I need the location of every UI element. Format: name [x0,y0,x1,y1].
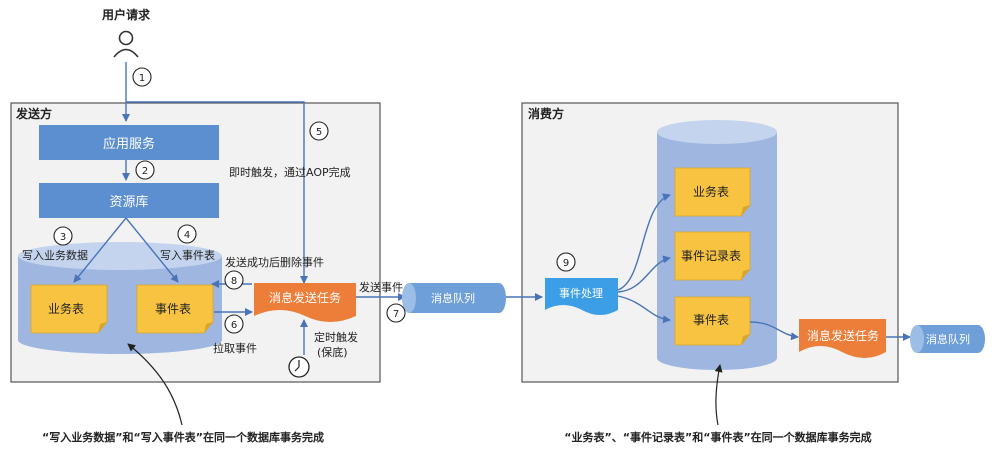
consumer-note-pointer [714,364,723,426]
svg-text:7: 7 [393,309,399,320]
sender-note-pointer [127,343,183,426]
write-event-label: 写入事件表 [160,248,215,262]
svg-text:3: 3 [60,232,66,243]
step-2: 2 [135,160,155,180]
svg-text:2: 2 [142,166,148,177]
message-queue [402,283,506,313]
clock-icon [288,356,310,378]
timed-trigger-fallback-label: (保底) [317,345,348,359]
svg-text:6: 6 [231,320,237,331]
arrow-process-to-event [617,295,671,324]
delete-after-send-label: 发送成功后删除事件 [225,255,324,269]
sender-business-table [30,284,108,334]
sender-send-task-label: 消息发送任务 [269,290,341,305]
resource-lib-label: 资源库 [109,194,148,210]
message-queue-label: 消息队列 [431,291,475,305]
consumer-business-table [674,167,751,217]
sender-send-task [254,283,356,322]
user-request-label: 用户请求 [101,7,151,22]
arrow-process-to-business [617,193,671,291]
arrow-event-to-send-task [749,321,799,341]
arrow-immediate-trigger [126,101,308,284]
consumer-event-record-table [674,231,751,281]
arrow-process-to-record [617,255,671,293]
sender-title: 发送方 [15,106,52,121]
consumer-event-table-label: 事件表 [693,313,729,327]
svg-text:1: 1 [139,73,145,84]
event-process-label: 事件处理 [559,287,603,300]
consumer-send-task-label: 消息发送任务 [807,328,879,343]
sender-event-table-label: 事件表 [155,302,191,316]
svg-text:4: 4 [184,230,190,241]
consumer-message-queue-label: 消息队列 [926,332,970,346]
consumer-business-table-label: 业务表 [693,184,729,199]
sender-note: “写入业务数据”和“写入事件表”在同一个数据库事务完成 [42,430,324,444]
send-event-label: 发送事件 [359,280,403,294]
consumer-send-task [799,319,886,358]
consumer-event-record-table-label: 事件记录表 [681,249,741,263]
arrow-write-business [73,217,127,283]
svg-text:9: 9 [563,258,569,269]
step-7: 7 [386,303,406,323]
app-service-label: 应用服务 [103,136,155,152]
step-3: 3 [53,226,73,246]
step-6: 6 [224,314,244,334]
app-service-box [39,125,219,160]
consumer-note: “业务表”、“事件记录表”和“事件表”在同一个数据库事务完成 [564,430,871,444]
arrow-write-event [125,217,179,283]
immediate-trigger-label: 即时触发，通过AOP完成 [229,165,351,179]
step-1: 1 [132,67,152,87]
pull-events-label: 拉取事件 [213,341,257,355]
user-icon [113,30,139,58]
write-business-label: 写入业务数据 [22,248,88,262]
consumer-message-queue [910,325,985,353]
resource-lib-box [39,183,219,218]
consumer-title: 消费方 [528,106,564,121]
event-process [545,278,618,315]
step-4: 4 [177,224,197,244]
svg-text:5: 5 [316,127,322,138]
step-9: 9 [556,252,576,272]
step-8: 8 [224,270,244,290]
consumer-event-table [674,296,751,346]
svg-text:8: 8 [231,276,237,287]
sender-event-table [136,284,214,334]
timed-trigger-label: 定时触发 [314,330,358,344]
sender-business-table-label: 业务表 [48,301,84,316]
step-5: 5 [309,121,329,141]
